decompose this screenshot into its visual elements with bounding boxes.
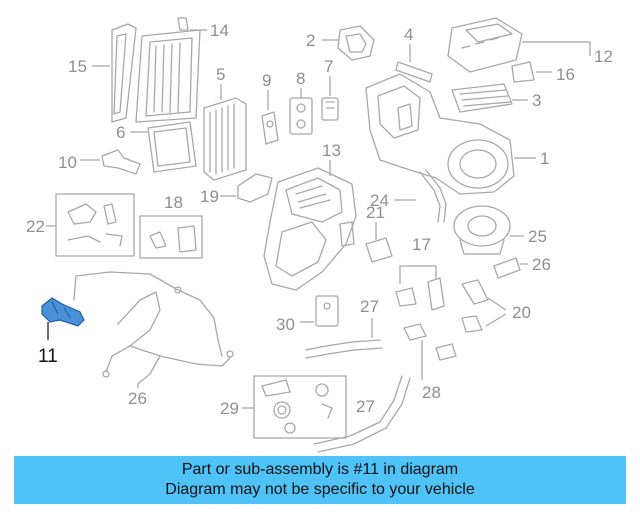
- label-25: 26: [532, 255, 551, 274]
- part-6-seal: [147, 121, 197, 173]
- label-14: 14: [210, 21, 229, 40]
- part-10-bracket: [101, 149, 141, 175]
- label-21: 20: [512, 303, 531, 322]
- part-27-lower-pipe: [313, 375, 411, 453]
- part-17: [395, 277, 445, 311]
- part-26-harness: [73, 271, 234, 385]
- part-25: [493, 257, 521, 279]
- part-12-housing: [447, 17, 523, 73]
- label-2: 2: [306, 31, 315, 50]
- part-13-duct-module: [263, 167, 357, 291]
- caption-line-1: Part or sub-assembly is #11 in diagram: [181, 461, 459, 478]
- label-12: 12: [594, 47, 613, 66]
- label-20: 21: [366, 203, 385, 222]
- part-15-frame: [111, 23, 137, 123]
- part-3-filter: [451, 83, 513, 113]
- label-30: 30: [276, 315, 295, 334]
- label-26: 26: [128, 389, 147, 408]
- label-5: 5: [216, 65, 225, 84]
- part-7: [321, 97, 339, 121]
- label-29: 29: [220, 399, 239, 418]
- label-16: 16: [556, 65, 575, 84]
- part-4: [395, 61, 433, 83]
- label-1: 1: [540, 149, 549, 168]
- label-6: 6: [116, 123, 125, 142]
- part-27-upper-pipe: [305, 339, 383, 359]
- part-22-group: [55, 193, 135, 257]
- label-15: 15: [68, 57, 87, 76]
- label-22: 22: [26, 217, 45, 236]
- label-3: 3: [532, 91, 541, 110]
- caption-banner: Part or sub-assembly is #11 in diagram D…: [14, 456, 626, 504]
- parts-diagram: 15 14 5 6 10 9 8 7 2: [26, 17, 613, 453]
- label-11: 11: [38, 346, 58, 367]
- label-24: 25: [528, 227, 547, 246]
- part-24-blower: [453, 205, 511, 255]
- label-27: 27: [360, 297, 379, 316]
- part-5-evaporator: [203, 97, 247, 181]
- caption-line-2: Diagram may not be specific to your vehi…: [165, 481, 475, 498]
- part-11-highlighted: [41, 297, 85, 327]
- part-28: [403, 323, 457, 361]
- part-8: [289, 97, 313, 135]
- part-30: [315, 295, 339, 327]
- part-1-main-housing: [365, 73, 515, 195]
- part-18-group: [139, 215, 203, 259]
- label-27-lower: 27: [356, 397, 375, 416]
- part-9: [261, 111, 279, 145]
- label-18: 18: [164, 193, 183, 212]
- label-8: 8: [296, 69, 305, 88]
- label-13: 13: [322, 141, 341, 160]
- part-16: [511, 61, 535, 83]
- label-9: 9: [262, 71, 271, 90]
- part-29-group: [253, 375, 347, 439]
- label-19: 19: [200, 187, 219, 206]
- part-2: [337, 25, 375, 61]
- label-28: 28: [422, 383, 441, 402]
- label-4: 4: [404, 25, 413, 44]
- part-20: [365, 237, 393, 263]
- part-14-heater-core: [135, 17, 201, 123]
- label-23: 24: [370, 191, 389, 210]
- part-21: [461, 279, 489, 333]
- label-7: 7: [324, 57, 333, 76]
- part-23-pipe: [419, 169, 447, 223]
- label-17: 17: [412, 235, 431, 254]
- label-10: 10: [58, 153, 77, 172]
- part-19: [237, 173, 273, 203]
